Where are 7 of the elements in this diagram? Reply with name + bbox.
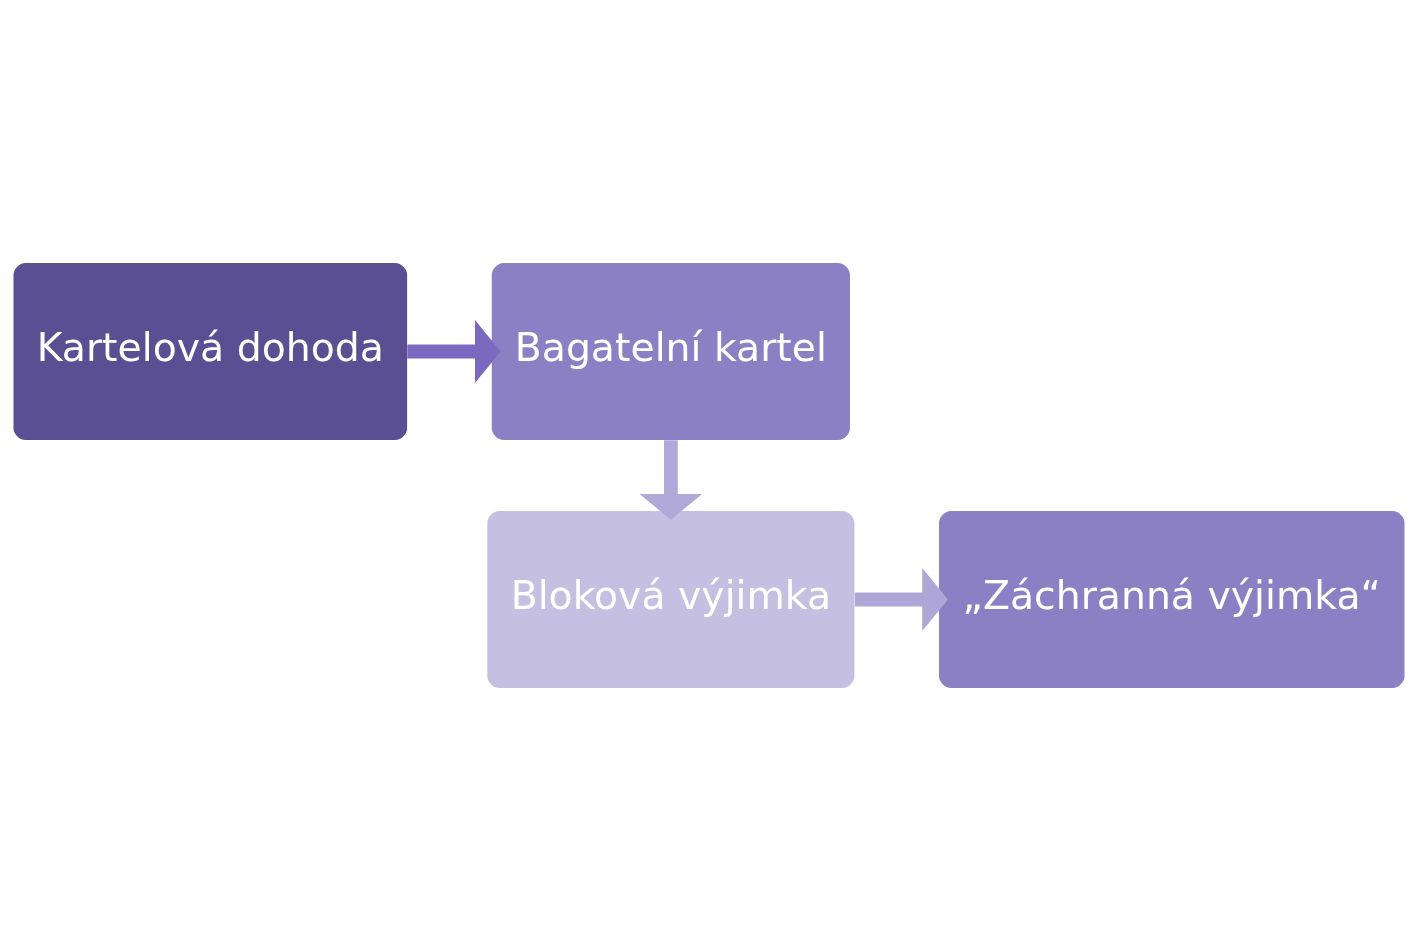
node-box: Bloková výjimka <box>487 510 855 689</box>
node-box: Kartelová dohoda <box>13 262 408 441</box>
arrow <box>639 440 703 520</box>
node-box: „Záchranná výjimka“ <box>939 510 1405 689</box>
arrow <box>854 568 948 631</box>
arrow <box>407 320 501 383</box>
node-box: Bagatelní kartel <box>491 262 850 441</box>
